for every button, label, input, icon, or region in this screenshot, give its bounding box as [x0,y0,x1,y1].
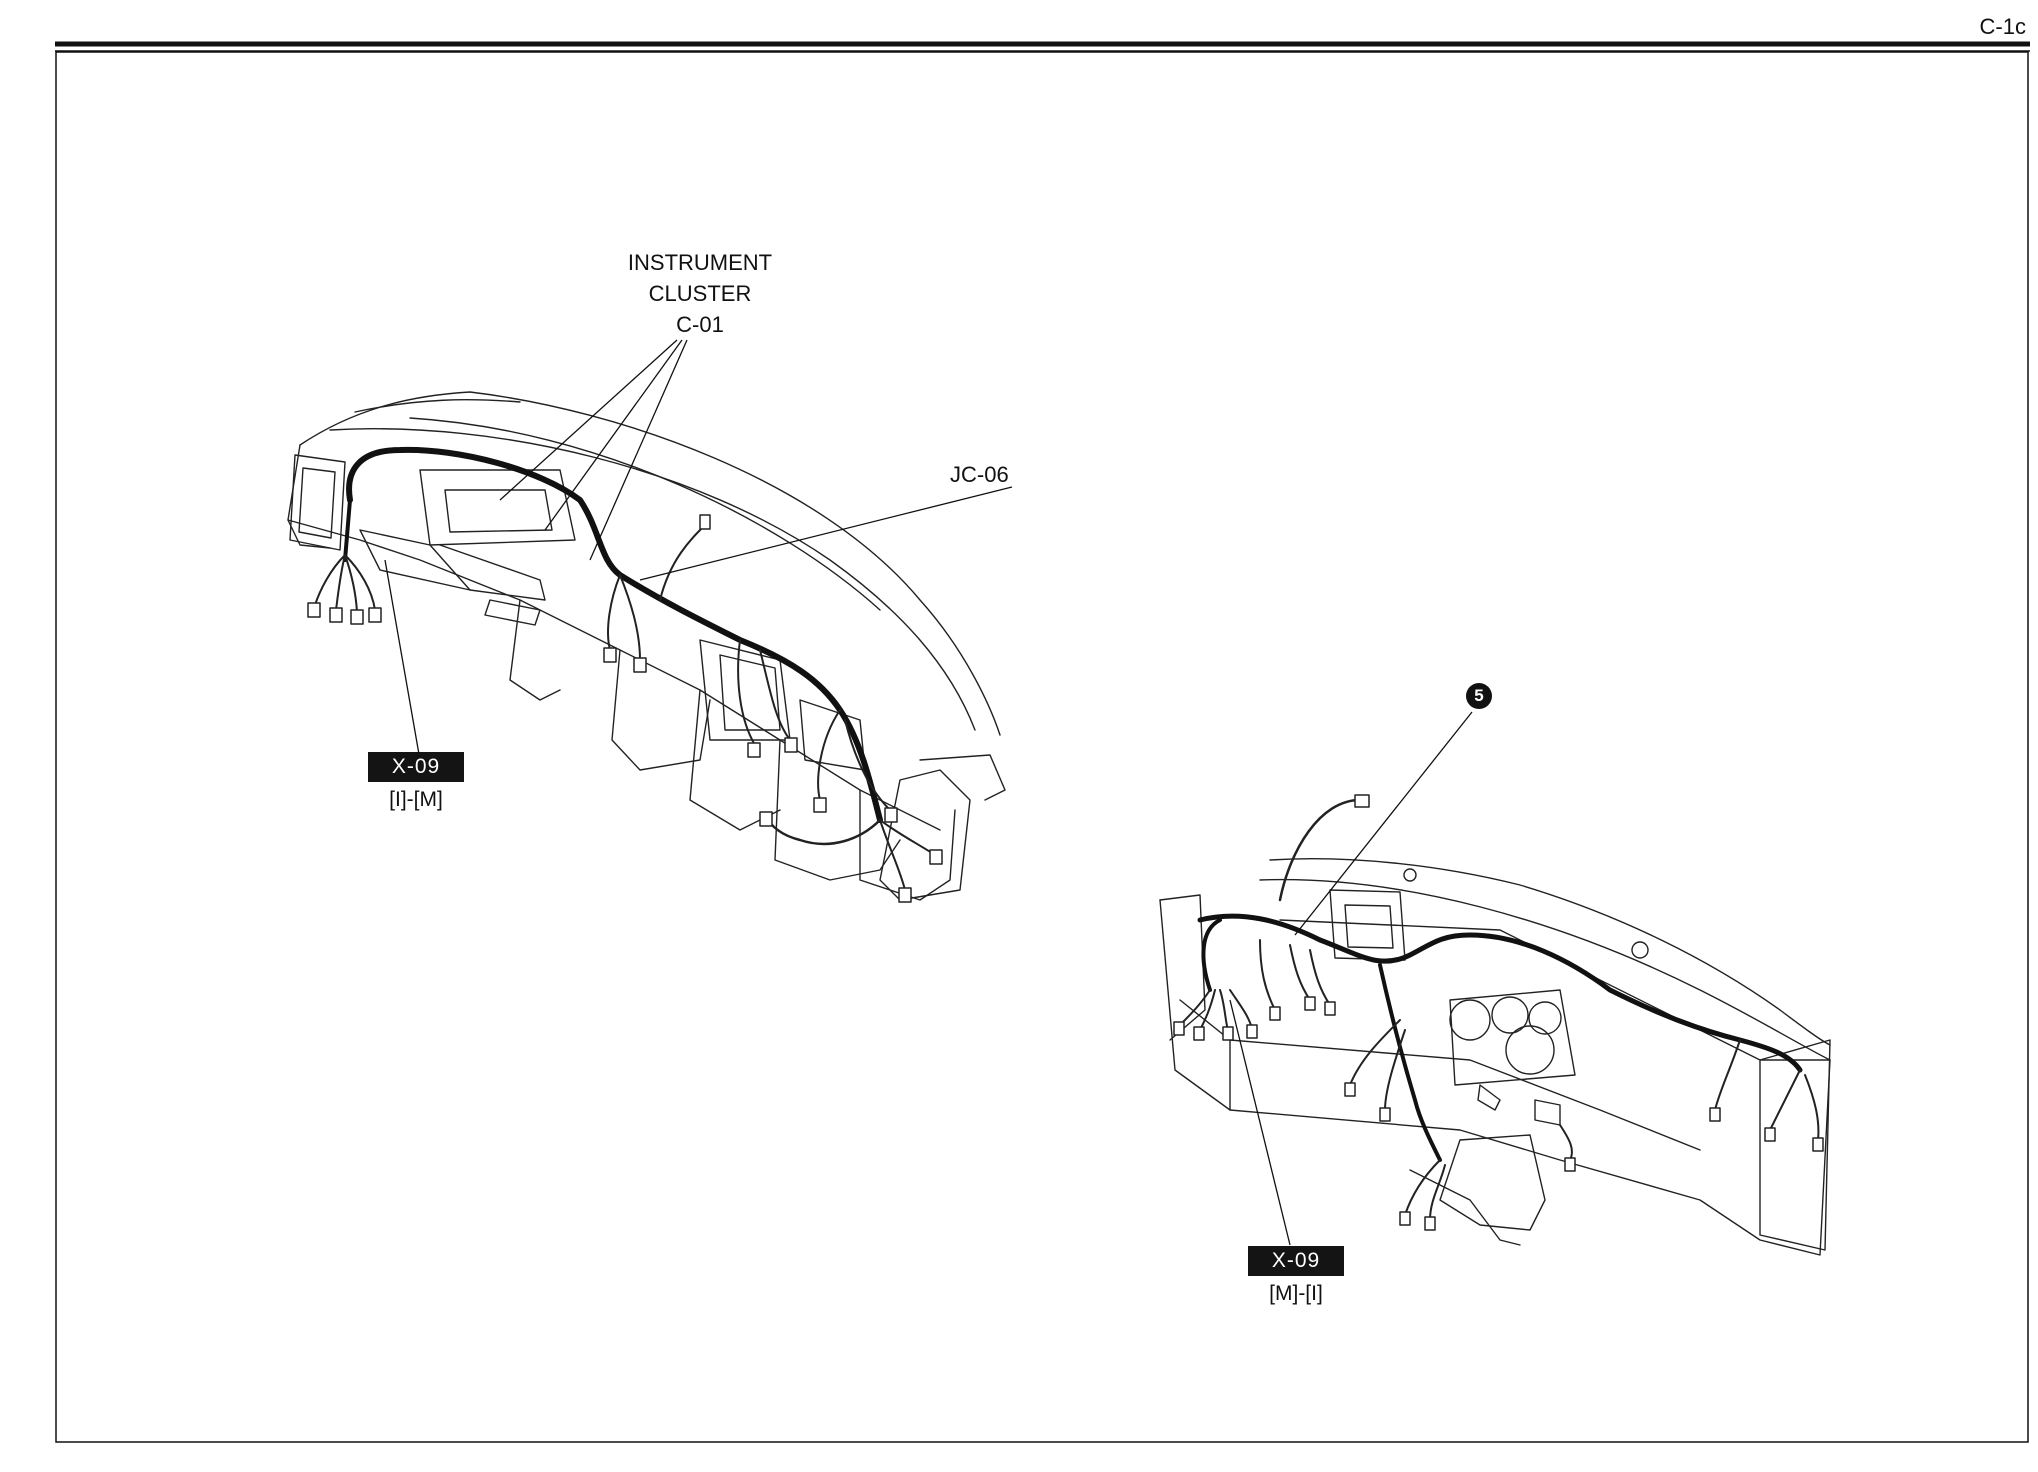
cluster-label-line-1: INSTRUMENT [627,250,773,275]
page-frame [55,41,2030,1443]
left-leader-lines [384,339,1013,761]
page-id: C-1c [1979,14,2026,39]
cluster-label-line-3: C-01 [676,312,724,337]
right-connector-code: X-09 [1248,1246,1344,1276]
left-connector-sub: [I]-[M] [389,788,443,811]
left-connector-code: X-09 [368,752,464,782]
left-dashboard-illustration [287,391,1006,903]
jc-06-label: JC-06 [950,462,1009,487]
callout-number-badge: 5 [1466,683,1492,709]
cluster-label-line-2: CLUSTER [648,281,752,306]
instrument-cluster-label: INSTRUMENT CLUSTER C-01 [560,247,840,340]
right-connector-sub: [M]-[I] [1269,1282,1323,1305]
right-leader-lines [1229,711,1473,1246]
right-dashboard-illustration [1159,794,1831,1256]
